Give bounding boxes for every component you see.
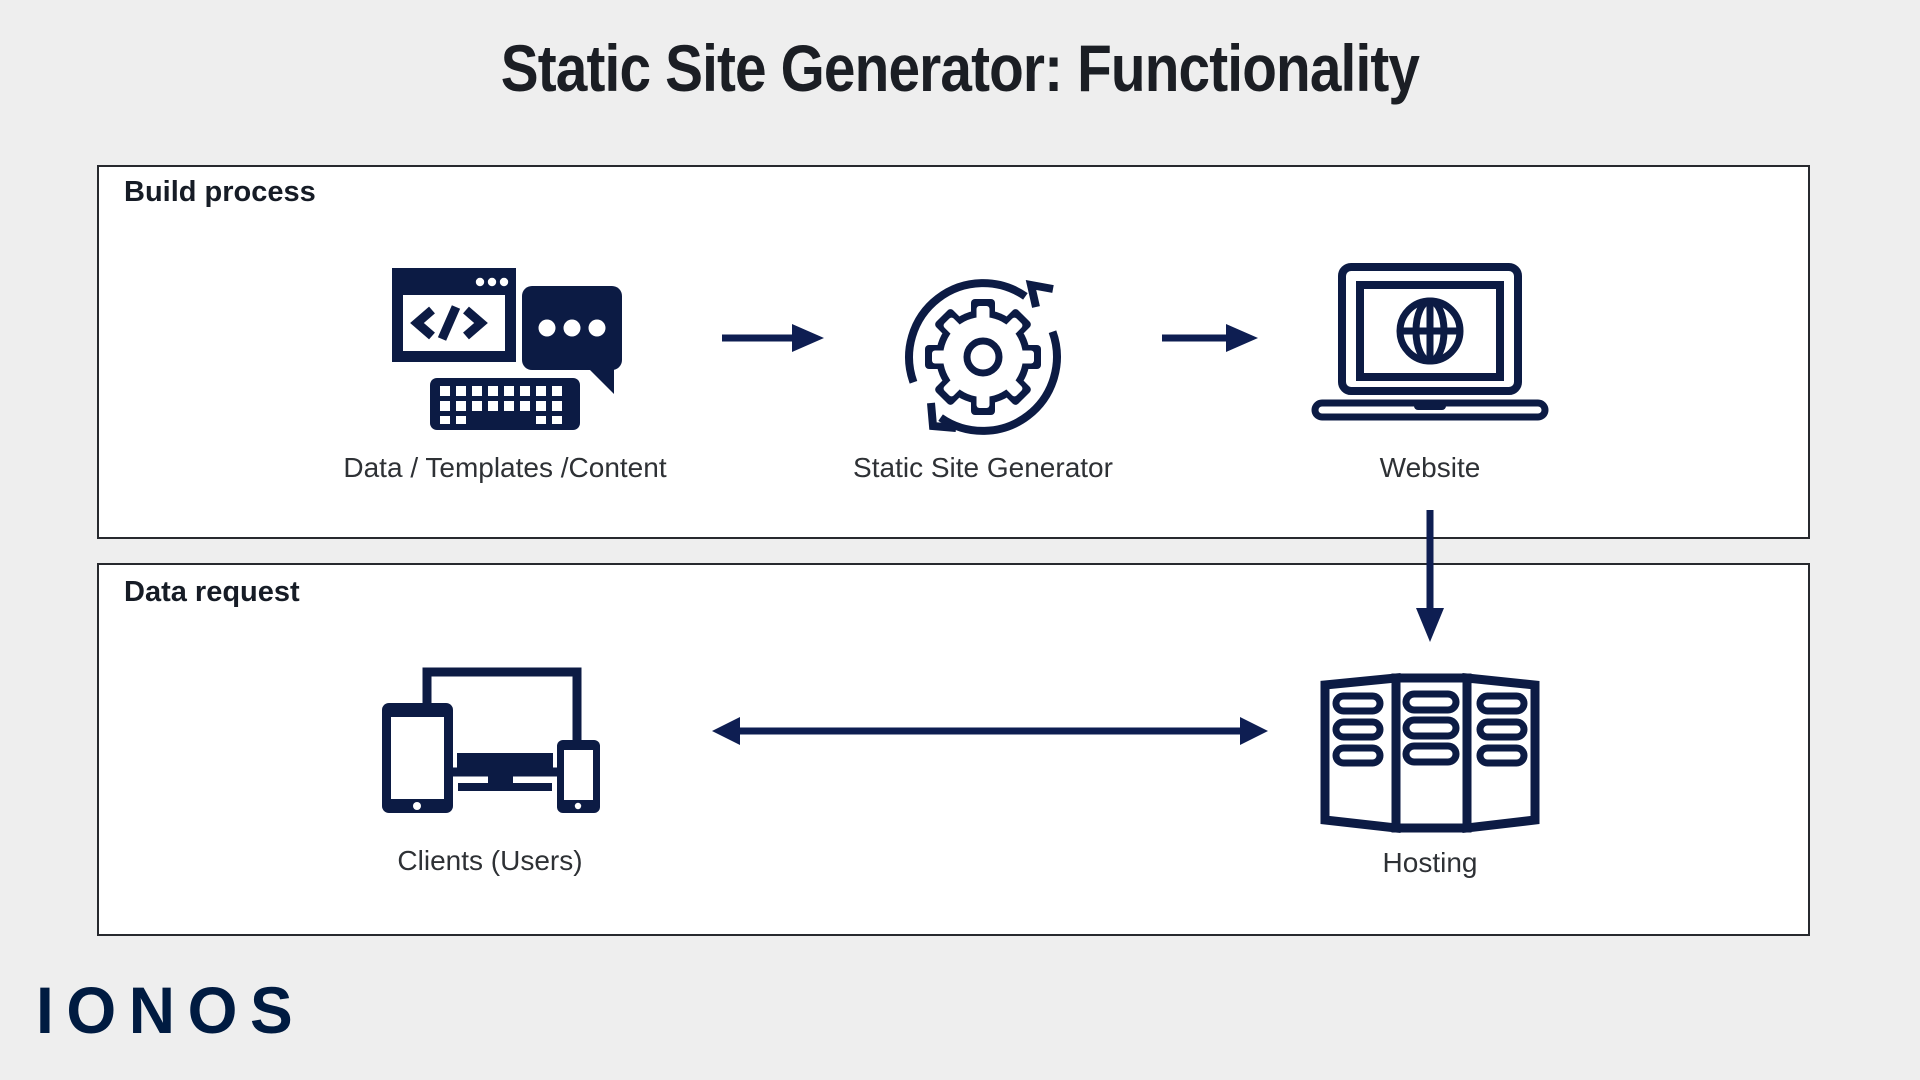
data-request-box	[97, 563, 1810, 936]
server-rack-icon	[1320, 673, 1540, 834]
gear-cycle-icon	[905, 279, 1061, 435]
arrow-right-icon	[1162, 324, 1258, 352]
arrow-down-icon	[1416, 510, 1444, 642]
laptop-globe-icon	[1311, 263, 1549, 421]
data-request-label: Data request	[124, 576, 300, 608]
devices-icon	[382, 667, 600, 813]
static-site-generator-label: Static Site Generator	[853, 452, 1113, 483]
arrow-right-icon	[722, 324, 824, 352]
arrow-double-icon	[712, 717, 1268, 745]
hosting-label: Hosting	[1382, 847, 1478, 878]
code-editor-chat-keyboard-icon	[392, 268, 622, 430]
build-process-label: Build process	[124, 176, 316, 208]
page-title: Static Site Generator: Functionality	[0, 30, 1920, 106]
ionos-logo: IONOS	[36, 973, 306, 1047]
website-label: Website	[1379, 452, 1481, 483]
page-title-text: Static Site Generator: Functionality	[500, 31, 1420, 105]
data-templates-content-label: Data / Templates /Content	[343, 452, 667, 483]
clients-users-label: Clients (Users)	[397, 845, 583, 876]
